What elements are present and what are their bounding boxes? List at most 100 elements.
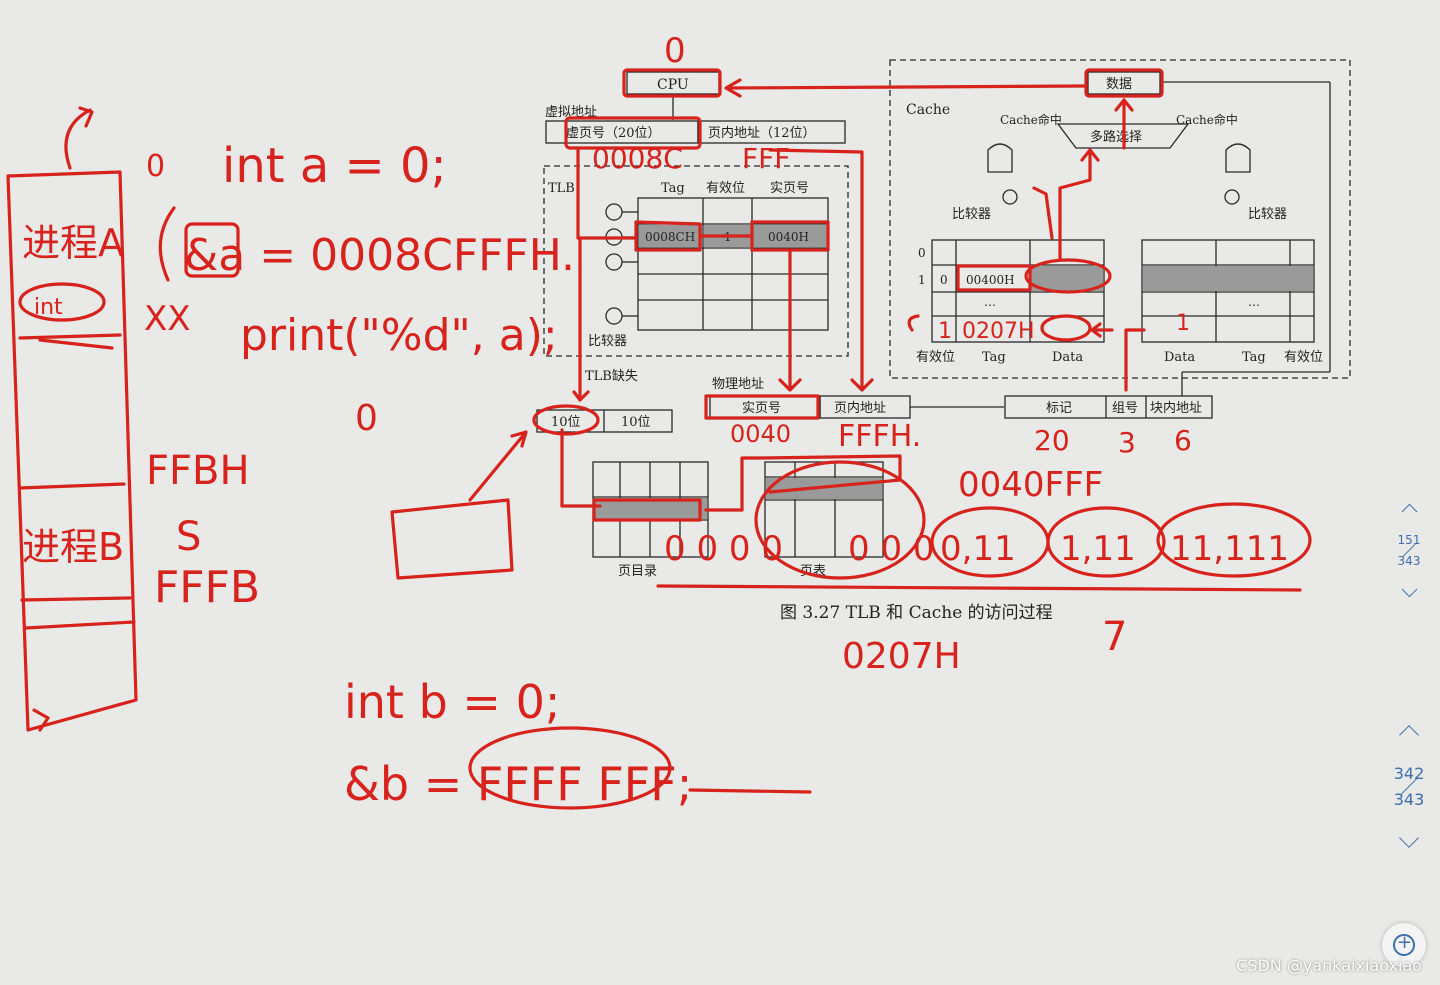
next-page-small-icon[interactable]	[1401, 582, 1417, 598]
prev-page-small-icon[interactable]	[1401, 503, 1417, 520]
cache-row-index-1: 1	[918, 273, 926, 287]
cache-row-ellipsis-right: …	[1248, 295, 1260, 309]
page-small-current: 151	[1397, 533, 1421, 547]
data-to-cpu-arrow	[724, 78, 1088, 98]
page-walk-lvl2: 10位	[621, 415, 651, 430]
cache-mux-label: 多路选择	[1090, 129, 1142, 145]
and-gate-right	[1225, 143, 1251, 173]
zoom-in-icon[interactable]	[1382, 923, 1426, 967]
cache-0207h-note: 0207H	[962, 319, 1035, 344]
tlb-row-ppn: 0040H	[768, 230, 809, 244]
cache-comparator-left-label: 比较器	[952, 207, 991, 222]
prev-page-icon[interactable]	[1399, 725, 1419, 745]
cache-bottom-left-0: 有效位	[916, 350, 955, 365]
tlb-miss-label: TLB缺失	[585, 369, 638, 384]
page-directory-label: 页目录	[618, 564, 657, 579]
cache-address-fields	[1004, 395, 1213, 419]
handwritten-annotations: 进程A int 进程B 0 int a = 0; &a = 0008CFFFH.…	[6, 31, 1312, 811]
and-gate-left	[987, 143, 1013, 173]
xx-mark: XX	[144, 299, 191, 339]
tlb-header-tag: Tag	[661, 181, 685, 196]
page-nav: 342 343	[1392, 725, 1426, 849]
cache-row-note: 1	[1176, 311, 1190, 336]
cache-comparator-left	[1002, 189, 1018, 205]
cache-comparator-right-label: 比较器	[1248, 207, 1287, 222]
tlb-title: TLB	[548, 181, 575, 196]
cache-bottom-right-2: 有效位	[1284, 350, 1323, 365]
cr3-box	[390, 498, 514, 580]
arrow-top	[64, 106, 94, 170]
code-line-2: &a = 0008CFFFH.	[184, 230, 575, 281]
page-nav-small: 151 343	[1392, 503, 1426, 598]
binary-left2: 0 0 0	[848, 529, 935, 569]
process-b-label: 进程B	[22, 525, 124, 569]
process-a-label: 进程A	[22, 221, 124, 265]
fff-top-note: FFF	[742, 142, 790, 175]
cache-hit-right: Cache命中	[1176, 112, 1238, 127]
page-walk-lvl1: 10位	[551, 415, 581, 430]
page-small-total: 343	[1397, 554, 1421, 569]
cache-row-tag: 00400H	[966, 273, 1015, 287]
phys-full-note: 0040FFF	[958, 465, 1103, 505]
cache-data-label: 数据	[1106, 77, 1132, 92]
cache-way-right	[1141, 239, 1315, 343]
code-int-b: int b = 0;	[344, 675, 560, 729]
field-bits-set: 3	[1118, 426, 1136, 459]
tlb-table	[637, 197, 829, 331]
tlb-box	[543, 165, 849, 357]
binary-group-3: 11,111	[1170, 529, 1289, 569]
cache-bottom-right-1: Tag	[1242, 350, 1266, 365]
cache-hit-left: Cache命中	[1000, 112, 1062, 127]
tlb-comparator-label: 比较器	[588, 334, 627, 349]
tlb-comparators	[605, 203, 638, 325]
binary-left: 0 0 0 0	[664, 529, 783, 569]
phys-ppn-note: 0040	[730, 420, 791, 448]
note-0207h: 0207H	[842, 636, 961, 677]
note-7: 7	[1102, 614, 1127, 660]
cache-data-box	[1087, 71, 1161, 95]
watermark: CSDN @yankaixiaoxiao	[1236, 956, 1422, 975]
cache-field-set: 组号	[1112, 401, 1138, 416]
phys-offset-note: FFFH.	[838, 419, 921, 454]
ppn-label: 实页号	[742, 401, 781, 416]
binary-group-1: 0,11	[940, 529, 1016, 569]
fffb-label: FFFB	[154, 562, 260, 613]
offset-label: 页内地址（12位）	[708, 125, 816, 141]
tlb-header-ppn: 实页号	[770, 181, 809, 196]
cache-bottom-left-1: Tag	[982, 350, 1006, 365]
memory-column	[6, 170, 138, 732]
cache-box	[889, 59, 1351, 379]
page-total: 343	[1393, 790, 1425, 810]
circle-mark-1: 0	[146, 149, 165, 184]
cache-valid-note: 1	[938, 319, 952, 344]
circle-mark-2: 0	[355, 398, 378, 439]
binary-group-2: 1,11	[1060, 529, 1136, 569]
field-bits-tag: 20	[1034, 424, 1070, 457]
virtual-address-title: 虚拟地址	[545, 105, 597, 120]
cache-field-offset: 块内地址	[1150, 400, 1202, 416]
phys-offset-label: 页内地址	[834, 400, 886, 416]
cache-mux	[1056, 123, 1190, 149]
cache-field-tag: 标记	[1046, 401, 1072, 416]
code-line-1: int a = 0;	[222, 138, 447, 194]
process-a-int: int	[34, 295, 63, 320]
code-line-3: print("%d", a);	[240, 310, 558, 361]
offset-field	[697, 120, 846, 144]
field-bits-offset: 6	[1174, 424, 1192, 457]
cpu-label: CPU	[657, 77, 689, 93]
tlb-header-valid: 有效位	[706, 181, 745, 196]
cache-way-left	[931, 239, 1105, 343]
cache-title: Cache	[906, 102, 950, 118]
cache-bottom-right-0: Data	[1164, 350, 1195, 365]
circle-mark-3: 0	[664, 31, 686, 71]
tlb-row-tag: 0008CH	[645, 230, 695, 244]
cache-comparator-right	[1224, 189, 1240, 205]
vpn-label: 虚页号（20位）	[566, 126, 661, 141]
ffbh-label: FFBH	[146, 448, 250, 494]
cache-row-ellipsis-left: …	[984, 295, 996, 309]
s-mark: S	[176, 514, 201, 560]
physical-address-title: 物理地址	[712, 377, 764, 392]
figure-caption: 图 3.27 TLB 和 Cache 的访问过程	[780, 603, 1053, 623]
next-page-icon[interactable]	[1399, 828, 1419, 849]
